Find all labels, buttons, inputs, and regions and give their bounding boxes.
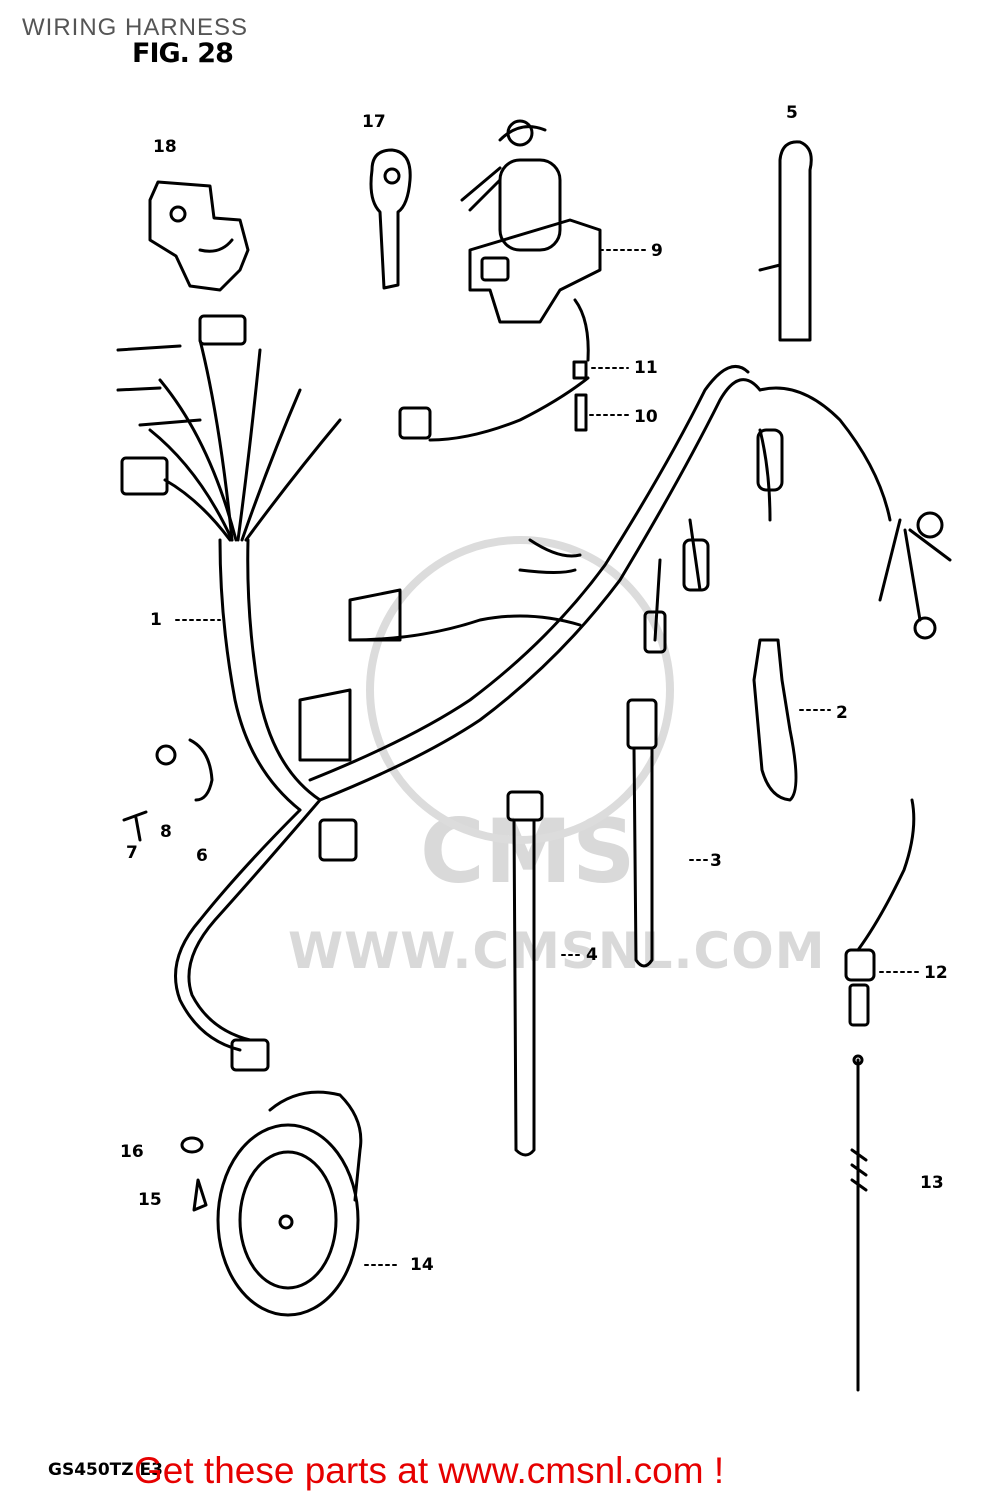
page-title: WIRING HARNESS	[22, 14, 249, 41]
part-11-grommet	[572, 360, 588, 380]
callout-12: 12	[924, 963, 948, 983]
harness-connector-bundle	[116, 314, 342, 542]
part-6-clip	[188, 738, 214, 802]
part-12-switch	[844, 798, 916, 1027]
callout-1: 1	[150, 610, 162, 630]
part-3-band	[626, 698, 658, 968]
callout-13: 13	[920, 1173, 944, 1193]
part-4-band	[506, 790, 544, 1157]
part-14-horn	[216, 1090, 363, 1317]
callout-3: 3	[710, 851, 722, 871]
callout-5: 5	[786, 103, 798, 123]
part-9-ignition-switch	[460, 119, 602, 362]
callout-16: 16	[120, 1142, 144, 1162]
part-5-boot	[758, 140, 813, 342]
part-13-cable	[850, 1054, 868, 1392]
ignition-connector	[398, 406, 432, 440]
callout-18: 18	[153, 137, 177, 157]
callout-14: 14	[410, 1255, 434, 1275]
part-15-nut	[192, 1178, 208, 1212]
part-17-key	[369, 148, 412, 290]
figure-number: FIG. 28	[132, 38, 234, 69]
callout-15: 15	[138, 1190, 162, 1210]
part-2-clamp	[752, 638, 798, 802]
watermark-ring	[366, 536, 674, 844]
callout-10: 10	[634, 407, 658, 427]
part-18-bracket	[148, 180, 250, 292]
part-16-washer	[180, 1136, 204, 1154]
callout-11: 11	[634, 358, 658, 378]
callout-17: 17	[362, 112, 386, 132]
ignition-lead	[428, 376, 590, 442]
part-10-terminal	[574, 393, 588, 432]
callout-2: 2	[836, 703, 848, 723]
watermark-url: WWW.CMSNL.COM	[288, 922, 826, 980]
part-7-screw	[122, 810, 148, 842]
part-1-main-harness	[174, 365, 952, 1072]
callout-7: 7	[126, 843, 138, 863]
callout-8: 8	[160, 822, 172, 842]
callout-6: 6	[196, 846, 208, 866]
callout-4: 4	[586, 945, 598, 965]
callout-9: 9	[651, 241, 663, 261]
parts-link-banner[interactable]: Get these parts at www.cmsnl.com !	[134, 1450, 725, 1491]
part-8-washer	[155, 744, 177, 766]
model-code: GS450TZ E3	[48, 1460, 163, 1480]
